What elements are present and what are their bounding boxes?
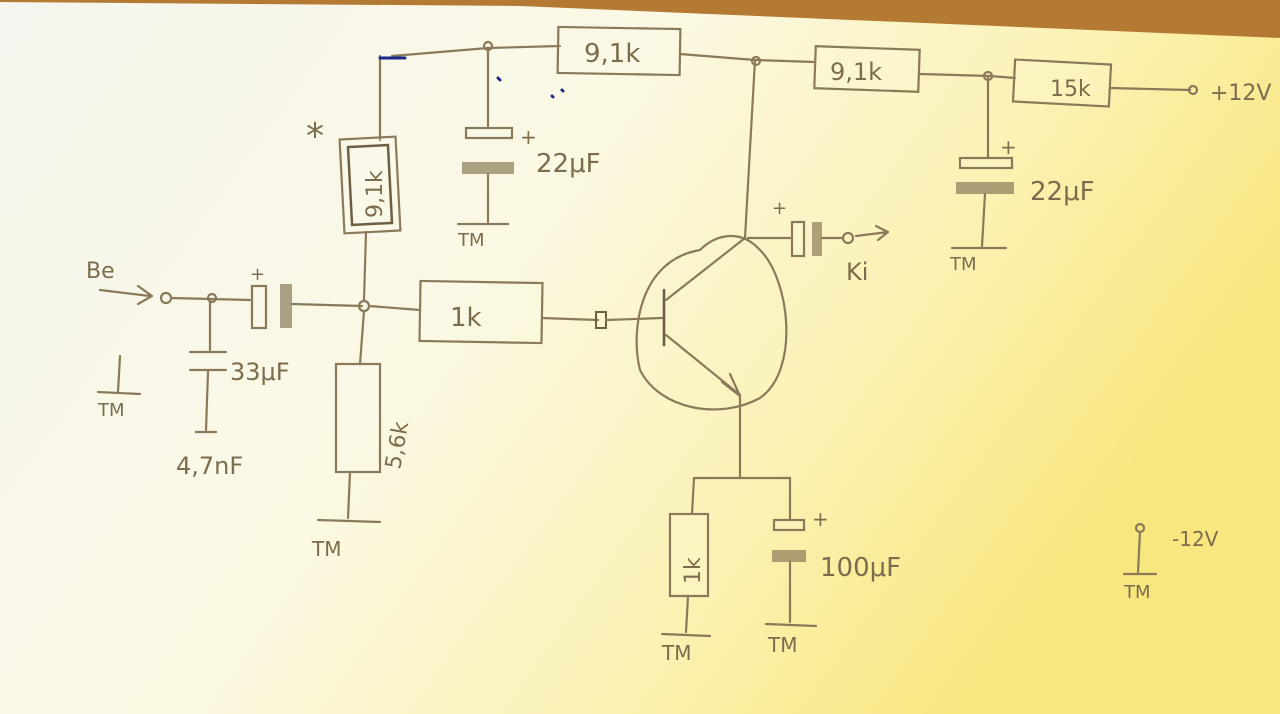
vplus-label: +12V (1210, 81, 1271, 106)
svg-text:+: + (812, 507, 829, 531)
ground-symbol: TM (311, 537, 341, 561)
resistor-r-top-left: 9,1k (556, 25, 682, 77)
input-section: Be + 33μF 4,7nF TM (86, 259, 364, 480)
svg-text:TM: TM (1123, 582, 1151, 603)
capacitor-c-emitter: + 100μF TM (764, 507, 901, 657)
svg-text:22μF: 22μF (536, 149, 601, 179)
svg-text:+: + (520, 125, 537, 149)
ground-symbol: TM (767, 633, 797, 657)
svg-text:+: + (1000, 135, 1017, 159)
svg-text:9,1k: 9,1k (830, 58, 882, 86)
ground-symbol: TM (949, 246, 1008, 275)
ground-symbol: TM (661, 641, 691, 665)
capacitor-c-shunt-label: 4,7nF (176, 452, 243, 480)
transistor-npn (635, 58, 788, 480)
ground-symbol: TM (97, 400, 125, 421)
capacitor-c-top-right: + 22μF (956, 76, 1095, 248)
capacitor-c-output: + Ki (746, 198, 890, 286)
vminus-note: -12V TM (1122, 522, 1219, 603)
resistor-r-lower-left: 5,6k TM (311, 309, 414, 561)
resistor-r-emitter: 1k TM (660, 512, 712, 665)
input-label: Be (86, 259, 115, 284)
svg-text:+: + (772, 198, 787, 219)
emitter-branch (690, 476, 792, 522)
svg-text:-12V: -12V (1172, 527, 1219, 551)
svg-text:*: * (306, 116, 324, 157)
output-terminal (841, 231, 855, 245)
svg-text:33μF: 33μF (230, 358, 290, 386)
resistor-r-top-mid: 9,1k (813, 45, 921, 93)
svg-text:1k: 1k (681, 557, 706, 584)
capacitor-c-input (250, 284, 268, 330)
svg-text:9,1k: 9,1k (363, 170, 388, 218)
svg-text:1k: 1k (450, 303, 482, 333)
svg-text:15k: 15k (1050, 77, 1091, 102)
resistor-r-vert-left: * 9,1k (306, 116, 402, 302)
svg-text:22μF: 22μF (1030, 177, 1095, 207)
svg-text:TM: TM (949, 254, 977, 275)
vplus-terminal (1187, 84, 1199, 96)
svg-text:100μF: 100μF (820, 553, 901, 583)
svg-text:9,1k: 9,1k (584, 39, 640, 69)
svg-text:TM: TM (457, 230, 485, 251)
resistor-r-top-right: 15k (1011, 58, 1113, 108)
output-label: Ki (846, 258, 868, 286)
resistor-r-base: 1k (418, 279, 544, 345)
ground-symbol: TM (456, 222, 510, 251)
capacitor-c-top-left: + 22μF (462, 48, 601, 224)
svg-text:+: + (250, 264, 265, 285)
